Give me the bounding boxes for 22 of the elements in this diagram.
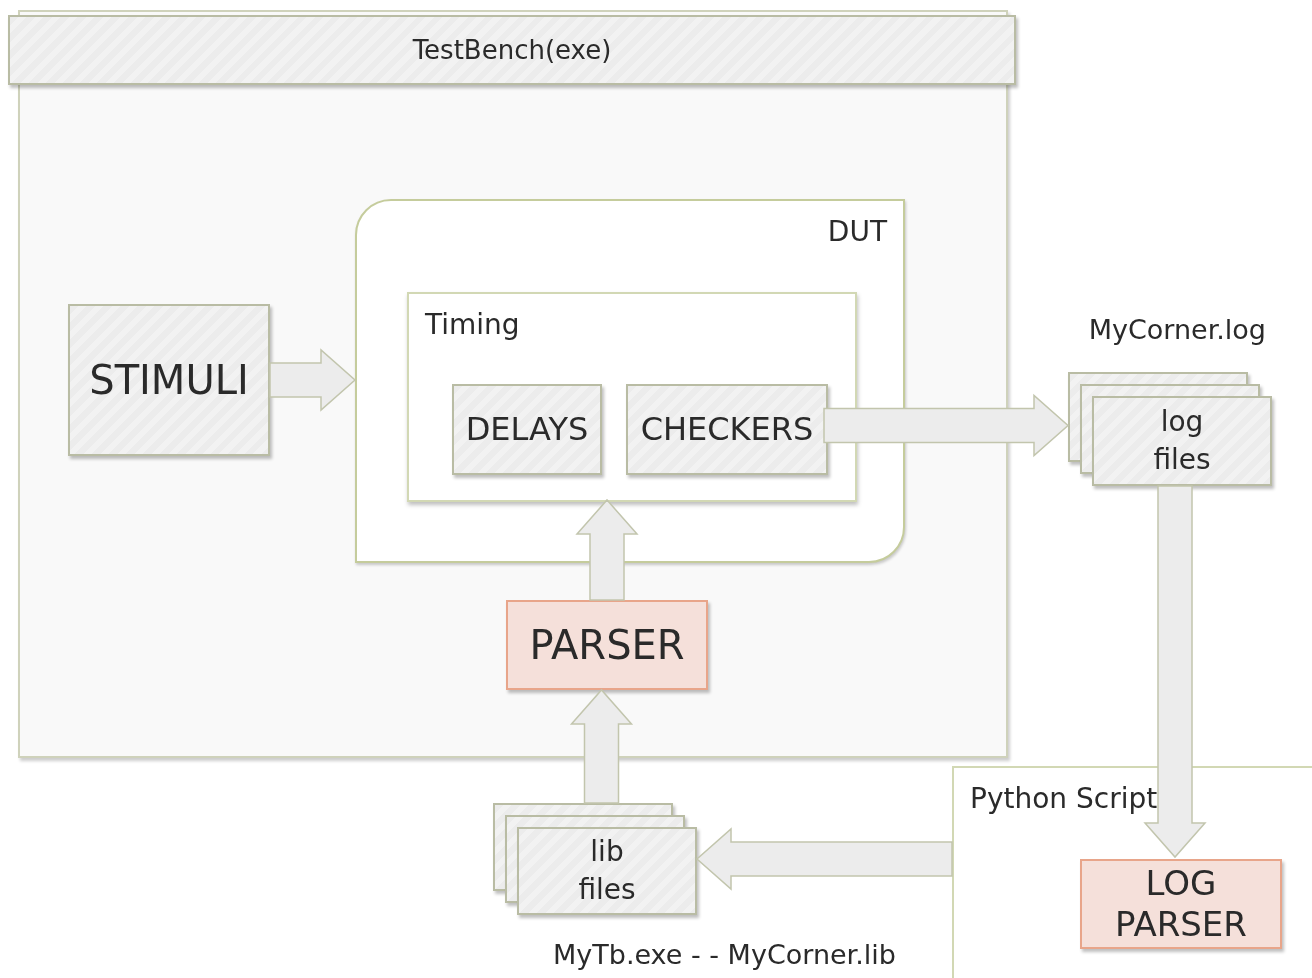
node-label: lib files <box>577 834 637 908</box>
parser-box: PARSER <box>506 600 708 690</box>
block-arrow <box>575 498 639 601</box>
panel-title: TestBench(exe) <box>412 35 612 65</box>
node-label: MyCorner.log <box>1088 314 1266 345</box>
group-panel <box>407 292 857 502</box>
block-arrow <box>569 688 634 804</box>
process-box: DELAYS <box>452 384 602 475</box>
container-label: Python Script <box>970 782 1158 815</box>
container-label: DUT <box>827 215 887 248</box>
dut-container <box>355 199 905 563</box>
process-box: STIMULI <box>68 304 270 456</box>
block-arrow <box>269 348 357 412</box>
block-arrow <box>823 393 1070 458</box>
parser-box: LOG PARSER <box>1080 859 1282 949</box>
block-arrow <box>695 827 953 891</box>
node-label: MyTb.exe - - MyCorner.lib <box>553 939 896 970</box>
block-arrow <box>1143 485 1207 859</box>
process-box: CHECKERS <box>626 384 828 475</box>
group-panel <box>952 766 1312 978</box>
node-label: log files <box>1152 404 1212 478</box>
container-label: Timing <box>425 308 520 341</box>
